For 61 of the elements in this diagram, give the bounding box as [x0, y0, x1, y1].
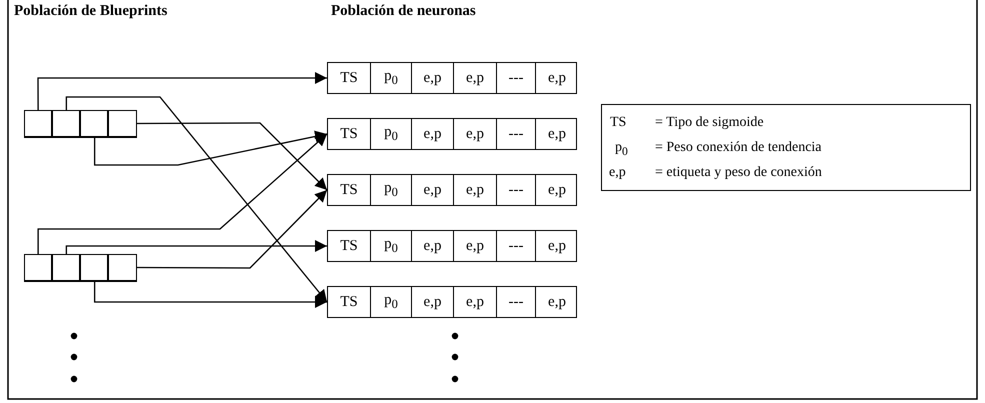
cell-text: p$_{0}$: [371, 119, 412, 149]
legend-text: = Tipo de sigmoide: [655, 115, 764, 131]
connector-arrow: [66, 240, 327, 254]
cell-text: TS: [328, 119, 371, 149]
neuron-row: [327, 230, 577, 262]
legend-text: = etiqueta y peso de conexión: [655, 165, 822, 181]
connector-arrow: [94, 130, 328, 166]
cell-text: e,p: [454, 175, 497, 205]
legend-key: TS: [610, 115, 626, 131]
cell-text: e,p: [547, 180, 567, 200]
cell-text: TS: [328, 287, 371, 317]
cell-text: ---: [497, 231, 536, 261]
blueprint-cell: [80, 254, 108, 282]
blueprint-cell: [80, 110, 108, 138]
cell-text: e,p: [547, 292, 567, 312]
cell-text: e,p: [454, 63, 497, 93]
cell-text: ---: [497, 63, 536, 93]
legend-key: p$_{0}$: [615, 140, 628, 158]
cell-text: e,p: [547, 124, 567, 144]
connector-arrow: [37, 72, 327, 110]
blueprint-cell: [108, 254, 136, 282]
cell-text: p$_{0}$: [371, 231, 412, 261]
cell-text: TS: [328, 231, 371, 261]
blueprint-cell: [24, 254, 52, 282]
blueprint-cell: [52, 254, 80, 282]
cell-text: e,p: [412, 287, 454, 317]
cell-text: e,p: [412, 63, 454, 93]
cell-text: e,p: [454, 119, 497, 149]
blueprint-cell: [52, 110, 80, 138]
legend-text: = Peso conexión de tendencia: [655, 140, 822, 156]
blueprint-box: [24, 254, 137, 281]
cell-text: e,p: [454, 287, 497, 317]
cell-text: e,p: [547, 68, 567, 88]
cell-text: e,p: [454, 231, 497, 261]
connector-arrow: [137, 190, 328, 269]
cell-text: e,p: [547, 236, 567, 256]
neuron-row: [327, 62, 577, 94]
cell-text: TS: [328, 63, 371, 93]
cell-text: TS: [328, 175, 371, 205]
heading: Población de neuronas: [331, 3, 476, 20]
connector-arrow: [94, 281, 327, 308]
cell-text: ---: [497, 175, 536, 205]
cell-text: ---: [497, 119, 536, 149]
cell-text: p$_{0}$: [371, 175, 412, 205]
cell-text: e,p: [412, 231, 454, 261]
cell-text: ---: [497, 287, 536, 317]
connector-arrow: [66, 96, 328, 302]
blueprint-cell: [108, 110, 136, 138]
cell-text: e,p: [412, 175, 454, 205]
heading: Población de Blueprints: [14, 3, 168, 20]
cell-text: e,p: [412, 119, 454, 149]
cell-text: p$_{0}$: [371, 287, 412, 317]
blueprint-box: [24, 110, 137, 137]
cell-text: p$_{0}$: [371, 63, 412, 93]
legend-key: e,p: [609, 165, 626, 181]
blueprint-cell: [24, 110, 52, 138]
connector-arrow: [37, 134, 328, 254]
connector-arrow: [137, 122, 328, 190]
neuron-row: [327, 286, 577, 318]
neuron-row: [327, 118, 577, 150]
neuron-row: [327, 174, 577, 206]
